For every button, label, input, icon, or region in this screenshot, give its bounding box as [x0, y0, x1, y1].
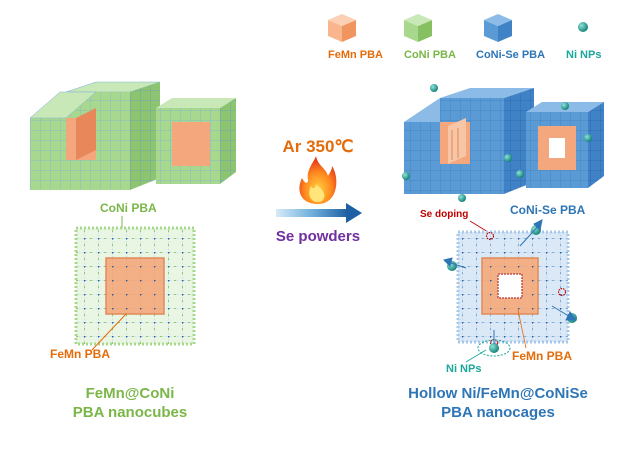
right-shell-label: CoNi-Se PBA — [510, 203, 586, 217]
legend-swatch-femn — [328, 14, 356, 42]
process-temperature: Ar 350℃ — [282, 137, 353, 156]
right-core-pointer — [517, 309, 527, 349]
ni-np-dots-3d — [402, 84, 592, 202]
right-np-label: Ni NPs — [446, 363, 481, 375]
legend-label-ni-np: Ni NPs — [566, 49, 601, 61]
left-core-pointer — [91, 313, 127, 351]
legend-label-coni-se: CoNi-Se PBA — [476, 49, 545, 61]
left-lattice — [74, 226, 196, 346]
left-core-label: FeMn PBA — [50, 347, 110, 361]
right-core-label: FeMn PBA — [512, 349, 572, 363]
se-doping-label: Se doping — [420, 209, 468, 220]
legend-swatch-ni-np — [578, 22, 588, 32]
process-arrow — [276, 203, 362, 223]
right-np-pointer — [465, 349, 487, 363]
flame-icon — [299, 156, 337, 204]
right-lattice — [456, 230, 570, 344]
legend-swatch-coni — [404, 14, 432, 42]
process-reagent: Se powders — [276, 228, 360, 245]
legend-label-femn: FeMn PBA — [328, 49, 383, 61]
legend — [328, 14, 588, 42]
coni-se-cube-3d — [404, 88, 534, 194]
coni-se-slice-3d — [526, 102, 604, 188]
legend-label-coni: CoNi PBA — [404, 49, 456, 61]
se-doping-pointer — [469, 220, 489, 233]
coni-cube-3d — [29, 81, 161, 190]
left-caption-line2: PBA nanocubes — [73, 404, 187, 421]
outward-arrows — [443, 219, 577, 344]
right-caption-line2: PBA nanocages — [441, 404, 555, 421]
right-caption-line1: Hollow Ni/FeMn@CoNiSe — [408, 385, 588, 402]
coni-slice-3d — [156, 98, 236, 184]
legend-swatch-coni-se — [484, 14, 512, 42]
left-shell-label: CoNi PBA — [100, 201, 157, 215]
left-caption-line1: FeMn@CoNi — [86, 385, 175, 402]
